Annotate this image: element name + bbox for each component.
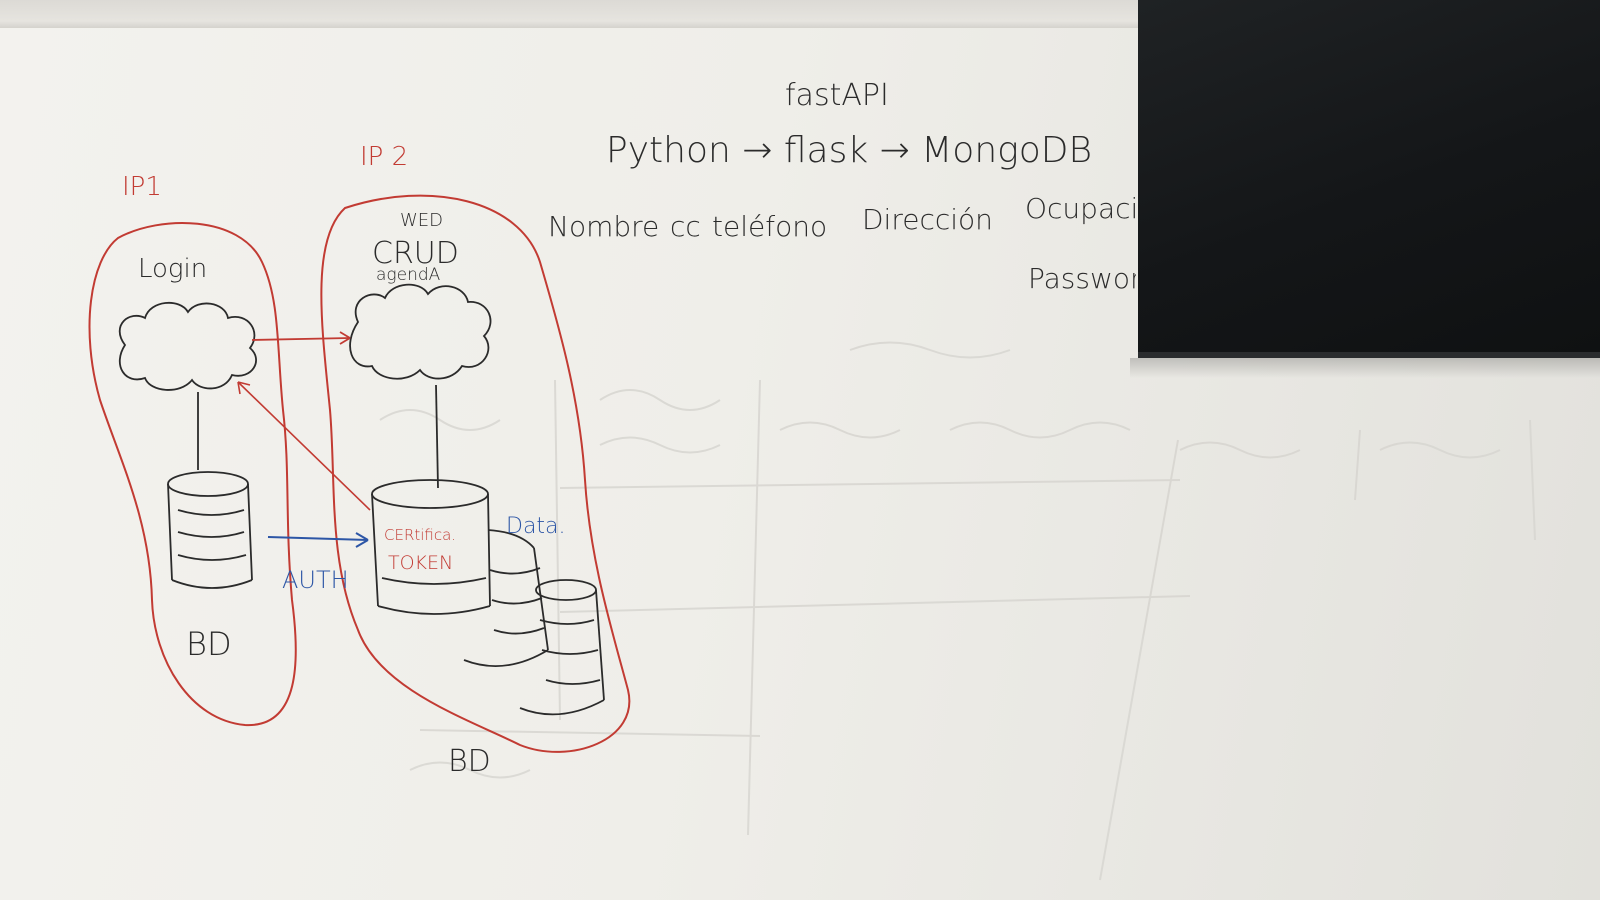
ghost-line-8 xyxy=(554,379,561,721)
framework-note: fastAPI xyxy=(785,78,889,113)
ghost-scribble-6 xyxy=(1179,441,1301,459)
field-password: Passwor xyxy=(1028,262,1136,295)
tv-shadow xyxy=(1130,358,1600,378)
field-cc: cc xyxy=(670,210,701,243)
token-to-login-arrow xyxy=(237,381,371,511)
wall-top-edge xyxy=(0,0,1160,30)
ghost-line-7 xyxy=(1529,419,1536,541)
field-telefono: teléfono xyxy=(712,210,828,243)
stack-note: Python → flask → MongoDB xyxy=(606,130,1093,171)
ip1-login-cloud xyxy=(118,301,257,391)
login-label: Login xyxy=(138,254,208,284)
ghost-line-3 xyxy=(419,729,761,737)
ghost-line-5 xyxy=(1099,439,1179,881)
ip2-top-label: WED xyxy=(400,210,444,231)
crud-sub-label: agendA xyxy=(376,265,441,285)
ghost-line-4 xyxy=(747,379,761,836)
auth-arrow xyxy=(267,536,369,541)
ip2-database-3 xyxy=(519,579,605,716)
ip1-label: IP1 xyxy=(122,172,162,202)
ip2-cloud-db-line xyxy=(435,384,439,489)
ghost-line-6 xyxy=(1354,429,1361,501)
data-label: Data. xyxy=(506,514,566,539)
ghost-scribble-9 xyxy=(409,761,531,779)
ghost-line-2 xyxy=(559,595,1191,613)
ghost-scribble-8 xyxy=(379,409,501,431)
auth-arrowhead xyxy=(355,532,369,548)
ip2-db-label: BD xyxy=(448,744,491,779)
field-ocupacion: Ocupacio xyxy=(1025,192,1137,225)
certificate-label: CERtifica. xyxy=(384,526,457,544)
ghost-scribble-3 xyxy=(779,421,901,439)
token-label: TOKEN xyxy=(388,552,454,574)
field-direccion: Dirección xyxy=(862,203,993,236)
ip1-boundary xyxy=(88,221,297,727)
ip2-crud-cloud xyxy=(349,283,492,380)
ghost-line-1 xyxy=(559,479,1181,489)
login-to-crud-arrow xyxy=(251,337,351,341)
ip1-db-label: BD xyxy=(186,625,232,663)
ip2-label: IP 2 xyxy=(360,142,409,172)
ip2-boundary xyxy=(320,194,631,753)
login-to-crud-arrowhead xyxy=(339,331,351,345)
field-nombre: Nombre xyxy=(548,210,660,243)
ip1-database xyxy=(167,471,253,589)
crud-label: CRUD xyxy=(372,236,459,271)
ip2-database-2 xyxy=(463,529,549,667)
ghost-scribble-5 xyxy=(849,341,1011,359)
ghost-scribble-7 xyxy=(1379,441,1501,459)
ip2-database-main xyxy=(371,479,491,615)
tv-screen xyxy=(1138,0,1600,358)
token-to-login-arrowhead xyxy=(237,381,251,395)
auth-label: AUTH xyxy=(282,566,349,594)
ghost-scribble-1 xyxy=(599,389,721,411)
ghost-scribble-4 xyxy=(949,421,1131,439)
ghost-scribble-2 xyxy=(599,436,721,454)
